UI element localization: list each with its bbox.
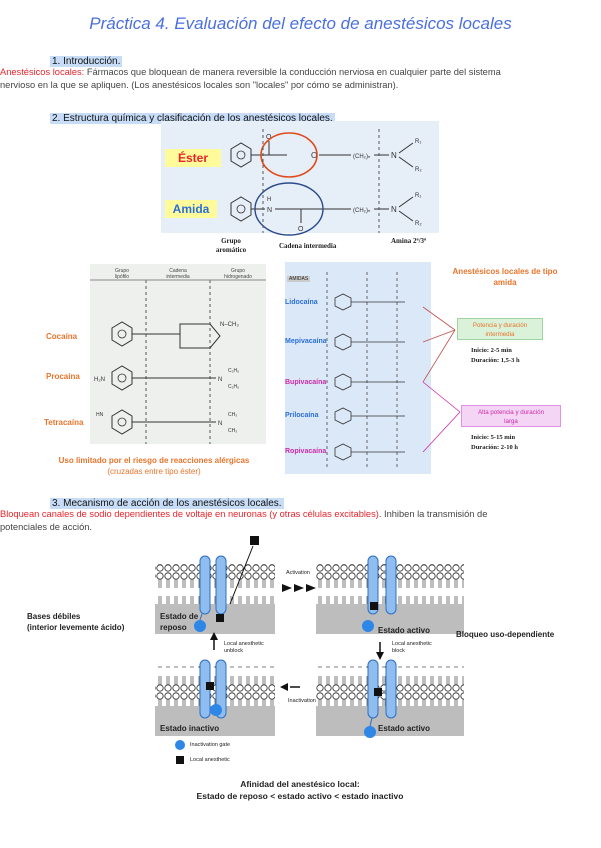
inactivation-label: Inactivation xyxy=(288,698,316,704)
drug-procaine: Procaína xyxy=(46,372,80,381)
legend-local-anesthetic: Local anesthetic xyxy=(190,757,230,763)
svg-text:C₂H₅: C₂H₅ xyxy=(228,384,239,390)
intermediate-chain-label: Cadena intermedia xyxy=(279,242,337,250)
svg-text:C₂H₅: C₂H₅ xyxy=(228,368,239,374)
use-dependent-label: Bloqueo uso-dependiente xyxy=(456,630,555,639)
page-title: Práctica 4. Evaluación del efecto de ane… xyxy=(89,14,512,33)
allergy-caption: Uso limitado por el riesgo de reacciones… xyxy=(58,456,250,465)
svg-text:R₁: R₁ xyxy=(415,139,421,145)
activation-label: Activation xyxy=(286,570,310,576)
amine-label: Amina 2ª/3ª xyxy=(391,237,427,245)
mechanism-figure: Bases débiles(interior levemente ácido) … xyxy=(20,532,580,804)
drug-lidocaine: Lidocaína xyxy=(285,299,318,306)
svg-text:O: O xyxy=(311,151,317,160)
svg-text:N: N xyxy=(391,205,397,214)
svg-text:(CH₂)ₙ: (CH₂)ₙ xyxy=(353,154,371,160)
svg-text:N: N xyxy=(267,207,272,214)
drug-prilocaine: Prilocaína xyxy=(285,412,319,419)
term-local-anesthetics: Anestésicos locales: xyxy=(0,67,85,77)
svg-text:(CH₂)ₙ: (CH₂)ₙ xyxy=(353,208,371,214)
active-state-label-top: Estado activo xyxy=(378,626,431,635)
section3-heading: 3. Mecanismo de acción de los anestésico… xyxy=(50,498,284,509)
legend-inactivation-gate: Inactivation gate xyxy=(190,742,231,748)
weak-bases-label: Bases débiles(interior levemente ácido) xyxy=(27,612,125,632)
chemical-structure-figure: O O (CH₂)ₙ N R₁ R₂ N H O (CH₂)ₙ N R₁ R₂ … xyxy=(161,121,439,256)
svg-text:N: N xyxy=(218,421,222,427)
svg-text:R₂: R₂ xyxy=(415,221,422,227)
svg-text:R₂: R₂ xyxy=(415,167,422,173)
svg-text:N–CH₃: N–CH₃ xyxy=(220,322,239,328)
svg-text:H₂N: H₂N xyxy=(94,377,105,383)
section1-heading: 1. Introducción. xyxy=(50,56,123,67)
section3-text: Bloquean canales de sodio dependientes d… xyxy=(0,509,488,532)
svg-text:CH₃: CH₃ xyxy=(228,428,237,434)
section1-text: Anestésicos locales: Fármacos que bloque… xyxy=(0,67,501,90)
amide-anesthetics-figure: AMIDAS Lidocaína Mepivacaína Bupivacaína… xyxy=(285,262,575,476)
svg-text:H: H xyxy=(267,197,271,203)
inactive-state-label: Estado inactivo xyxy=(160,724,220,733)
affinity-note: Afinidad del anestésico local:Estado de … xyxy=(196,779,404,801)
drug-ropivacaine: Ropivacaína xyxy=(285,448,327,455)
svg-text:O: O xyxy=(266,134,272,141)
section2-heading: 2. Estructura química y clasificación de… xyxy=(50,113,335,124)
ester-anesthetics-figure: N–CH₃ H₂N N C₂H₅ C₂H₅ HN N CH₃ CH₃ Grupo… xyxy=(40,264,268,482)
drug-mepivacaine: Mepivacaína xyxy=(285,338,327,345)
drug-tetracaine: Tetracaína xyxy=(44,418,84,427)
sodium-channel-text: Bloquean canales de sodio dependientes d… xyxy=(0,509,379,519)
svg-text:R₁: R₁ xyxy=(415,193,421,199)
amides-tag: AMIDAS xyxy=(287,276,311,282)
drug-bupivacaine: Bupivacaína xyxy=(285,379,327,386)
svg-text:CH₃: CH₃ xyxy=(228,412,237,418)
amide-label: Amida xyxy=(165,200,217,218)
drug-cocaine: Cocaína xyxy=(46,332,78,341)
ester-label: Éster xyxy=(165,149,221,167)
svg-text:N: N xyxy=(218,377,222,383)
allergy-caption-sub: (cruzadas entre tipo éster) xyxy=(107,467,201,476)
svg-text:O: O xyxy=(298,226,304,233)
svg-text:HN: HN xyxy=(96,412,104,418)
svg-text:N: N xyxy=(391,151,397,160)
active-state-label-bottom: Estado activo xyxy=(378,724,431,733)
